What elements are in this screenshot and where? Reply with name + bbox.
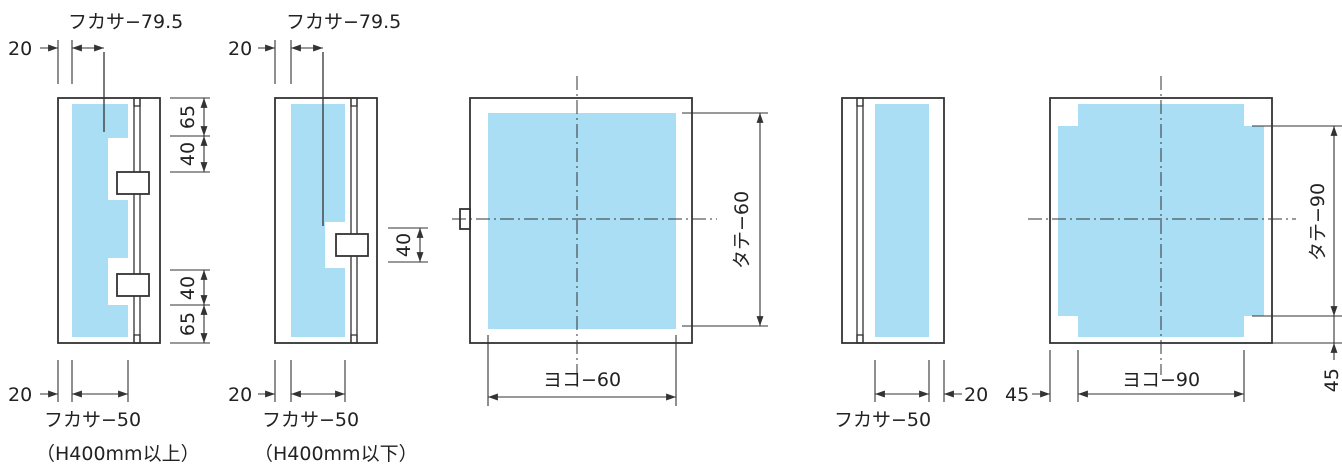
height-label: タテ−60 (731, 191, 753, 269)
depth-label: フカサ−50 (834, 409, 931, 431)
figure-2-side-view-short: フカサ−79.5 20 40 20 フカサ−50 （H400mm以下） (228, 11, 428, 465)
offset-bottom-label: 20 (228, 384, 252, 406)
figure-1-side-view-tall: フカサ−79.5 20 65 40 40 65 20 フカサ−50 （H400m… (8, 11, 210, 465)
figure-3-front-view: タテ−60 ヨコ−60 (452, 76, 768, 406)
offset-left-label: 45 (1005, 384, 1029, 406)
hinge-lower (116, 273, 150, 297)
caption-under-400: （H400mm以下） (254, 443, 418, 465)
depth-top-label: フカサ−79.5 (68, 11, 183, 33)
width-label: ヨコ−90 (1122, 369, 1200, 391)
mounting-area (291, 104, 345, 337)
offset-bottom-label: 45 (1321, 368, 1342, 392)
offset-top-label: 20 (228, 38, 252, 60)
dim-65-bottom: 65 (177, 312, 199, 336)
dim-40-bottom: 40 (177, 276, 199, 300)
figure-4-side-view: 20 フカサ−50 (834, 97, 988, 431)
depth-top-label: フカサ−79.5 (286, 11, 401, 33)
offset-bottom-label: 20 (8, 384, 32, 406)
height-label: タテ−90 (1307, 183, 1329, 261)
caption-over-400: （H400mm以上） (36, 443, 200, 465)
mounting-area (875, 104, 929, 337)
depth-bottom-label: フカサ−50 (262, 409, 359, 431)
dim-40: 40 (393, 233, 415, 257)
offset-label: 20 (964, 384, 988, 406)
mounting-area (72, 104, 128, 337)
hinge (335, 233, 369, 257)
mounting-area (488, 113, 676, 329)
figure-5-front-view-large: タテ−90 45 45 ヨコ−90 (1005, 76, 1342, 406)
offset-top-label: 20 (8, 38, 32, 60)
dim-65-top: 65 (177, 105, 199, 129)
depth-bottom-label: フカサ−50 (44, 409, 141, 431)
width-label: ヨコ−60 (543, 369, 621, 391)
hinge-upper (116, 171, 150, 195)
dim-40-top: 40 (177, 142, 199, 166)
